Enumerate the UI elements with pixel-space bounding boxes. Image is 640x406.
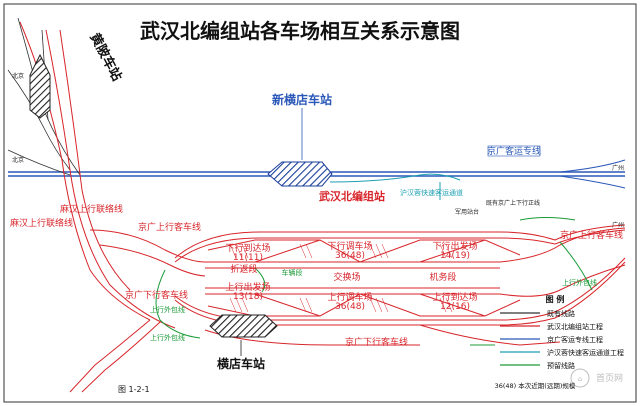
reserved-lines [155, 217, 593, 346]
label-beijing-mid: 北京 [12, 156, 24, 164]
yard-down-shunting: 下行调车场 [327, 240, 372, 252]
label-jingguang-down-out: 京广下行客车线 [345, 336, 408, 348]
legend-label: 预留线路 [547, 361, 575, 370]
label-jingguang-existing: 既有京广上下行正线 [486, 199, 540, 207]
watermark-text: 首页网 [596, 372, 623, 384]
legend-title: 图 例 [546, 294, 565, 304]
yard-exchange: 交换场 [333, 271, 360, 283]
yard-down-departure-tracks: 14(19) [440, 251, 470, 261]
yard-freight: 车辆段 [282, 268, 303, 277]
legend-label: 既有线路 [547, 309, 575, 318]
label-up-outer-2: 上行外包线 [150, 305, 185, 314]
label-jingguang-up-in: 京广上行客车线 [138, 221, 201, 233]
label-huhan-express: 沪汉蓉快速客运通道 [400, 188, 463, 197]
yard-down-arrival: 下行到达场 [225, 242, 270, 254]
label-jingguang-up-out: 京广上行客车线 [560, 229, 623, 241]
legend-item: 武汉北编组站工程 [500, 322, 603, 331]
yard-down-arrival-tracks: 11(11) [233, 253, 263, 263]
express-line [329, 173, 461, 200]
diagram-frame [3, 3, 637, 403]
huangpi-station-shape [29, 53, 51, 119]
hengdian-station-shape [209, 314, 278, 338]
hengdian-station-label: 横店车站 [217, 356, 265, 371]
label-hanyi-link-2: 麻汉上行联络线 [10, 217, 73, 229]
label-jingguang-down-in: 京广下行客车线 [125, 289, 188, 301]
yard-up-shunting-tracks: 36(48) [335, 302, 365, 312]
legend-item: 京广客运专线工程 [500, 335, 603, 344]
legend-note: 36(48) 本次近期(远期)规模 [495, 381, 576, 390]
legend-label: 沪汉蓉快速客运通道工程 [547, 348, 624, 357]
label-jingguang-passenger: 京广客运专线 [487, 145, 541, 157]
svg-text:⌂: ⌂ [578, 375, 582, 383]
xinhengdian-station-label: 新横店车站 [272, 92, 332, 107]
yard-up-arrival-tracks: 12(16) [440, 302, 470, 312]
project-lines [19, 21, 626, 393]
yard-up-arrival: 上行到达场 [432, 291, 477, 303]
label-hanyi-link-1: 麻汉上行联络线 [60, 203, 123, 215]
yard-labels: 下行到达场 11(11) 下行调车场 36(48) 下行出发场 14(19) 上… [225, 240, 477, 312]
yard-track-ladders [229, 243, 453, 313]
legend-item: 沪汉蓉快速客运通道工程 [500, 348, 624, 357]
diagram-title: 武汉北编组站各车场相互关系示意图 [140, 19, 460, 43]
yard-up-shunting: 上行调车场 [327, 291, 372, 303]
label-military-platform: 军用站台 [455, 208, 479, 216]
yard-up-departure: 上行出发场 [225, 281, 270, 293]
wuhanbei-station-label: 武汉北编组站 [319, 189, 385, 203]
yard-turnaround: 折返段 [230, 263, 257, 275]
label-beijing-top: 北京 [12, 72, 24, 80]
legend-label: 武汉北编组站工程 [547, 322, 603, 331]
yard-down-departure: 下行出发场 [432, 240, 477, 252]
legend: 图 例 既有线路武汉北编组站工程京广客运专线工程沪汉蓉快速客运通道工程预留线路 … [495, 294, 624, 390]
line-labels: 京广客运专线 麻汉上行联络线 麻汉上行联络线 京广上行客车线 京广下行客车线 既… [10, 72, 624, 348]
legend-item: 既有线路 [500, 309, 575, 318]
legend-label: 京广客运专线工程 [547, 335, 603, 344]
label-up-outer-3: 上行外包线 [562, 278, 597, 287]
yard-up-departure-tracks: 13(18) [233, 292, 263, 302]
label-guangzhou-bottom: 广州 [612, 221, 624, 229]
yard-vehicle-depot: 机务段 [429, 271, 456, 283]
figure-caption: 图 1-2-1 [118, 385, 150, 394]
label-guangzhou-top: 广州 [612, 164, 624, 172]
yard-down-shunting-tracks: 36(48) [335, 251, 365, 261]
xinhengdian-station-shape [267, 161, 333, 187]
watermark: ⌂ 首页网 [570, 368, 623, 388]
legend-item: 预留线路 [500, 361, 575, 370]
label-up-outer-1: 上行外包线 [150, 333, 185, 342]
huangpi-station-label: 黄陂车站 [86, 30, 125, 83]
